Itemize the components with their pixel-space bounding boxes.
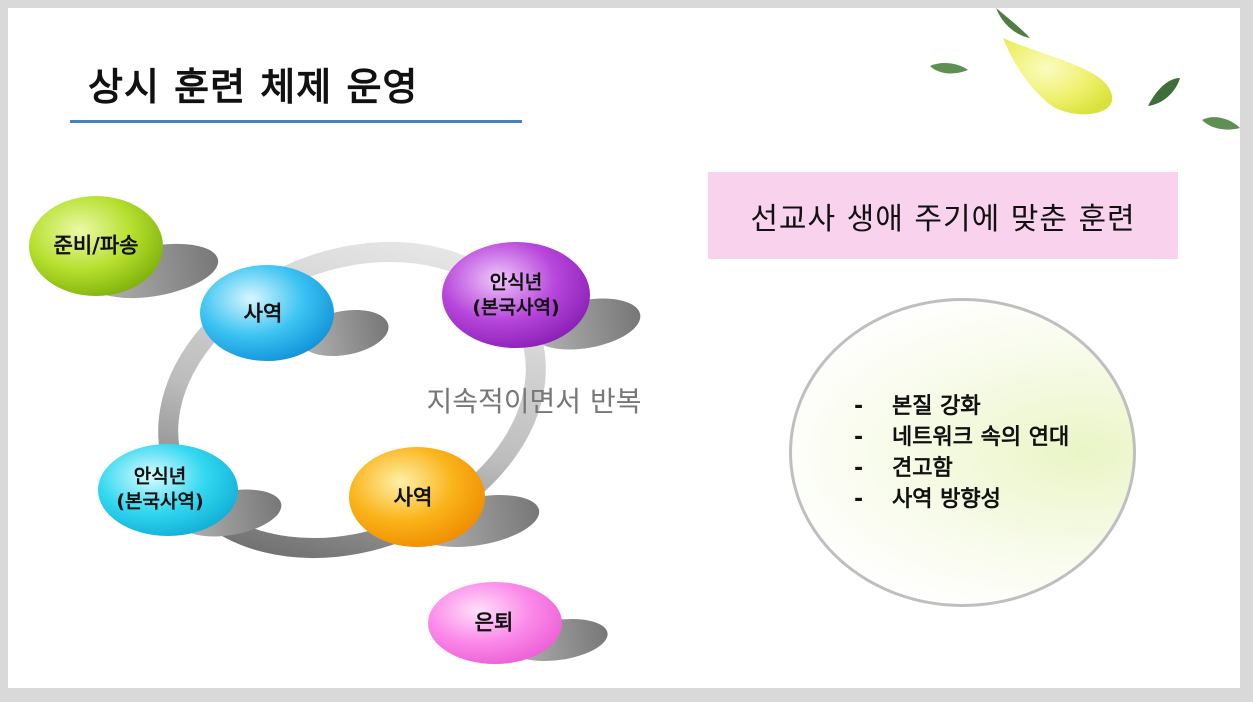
focus-circle (789, 298, 1136, 607)
node-prep (29, 196, 163, 296)
node-ministry-bottom (349, 447, 485, 547)
leaf-icon (930, 63, 968, 74)
node-sabbatical-top (442, 242, 590, 348)
list-item: -견고함 (854, 456, 953, 481)
cycle-caption: 지속적이면서 반복 (426, 385, 642, 418)
node-retire-label: 은퇴 (474, 610, 514, 635)
node-ministry-bottom-label: 사역 (393, 485, 433, 510)
leaf-icon (1148, 78, 1180, 106)
yellow-leaf-icon (1003, 38, 1113, 115)
node-retire (428, 582, 562, 664)
node-sabbatical-left (98, 444, 238, 536)
list-item: -사역 방향성 (854, 487, 1001, 512)
leaf-icon (1202, 117, 1240, 130)
cycle-diagram (29, 196, 641, 664)
focus-list: -본질 강화 -네트워크 속의 연대 -견고함 -사역 방향성 (854, 388, 1069, 512)
title-underline (70, 120, 522, 123)
node-sabbatical-left-label: 안식년 (본국사역) (116, 465, 204, 512)
node-sabbatical-top-label: 안식년 (본국사역) (472, 271, 560, 318)
node-ministry-top-label: 사역 (243, 301, 283, 326)
slide: 상시 훈련 체제 운영 (8, 8, 1240, 688)
node-ministry-top (200, 265, 334, 361)
lifecycle-training-box: 선교사 생애 주기에 맞춘 훈련 (708, 172, 1178, 259)
node-prep-label: 준비/파송 (53, 233, 139, 258)
lifecycle-training-title: 선교사 생애 주기에 맞춘 훈련 (750, 201, 1136, 237)
leaf-decoration (930, 8, 1240, 130)
slide-title: 상시 훈련 체제 운영 (88, 65, 419, 109)
list-item: -본질 강화 (854, 394, 981, 419)
list-item: -네트워크 속의 연대 (854, 425, 1070, 450)
leaf-icon (996, 8, 1030, 38)
